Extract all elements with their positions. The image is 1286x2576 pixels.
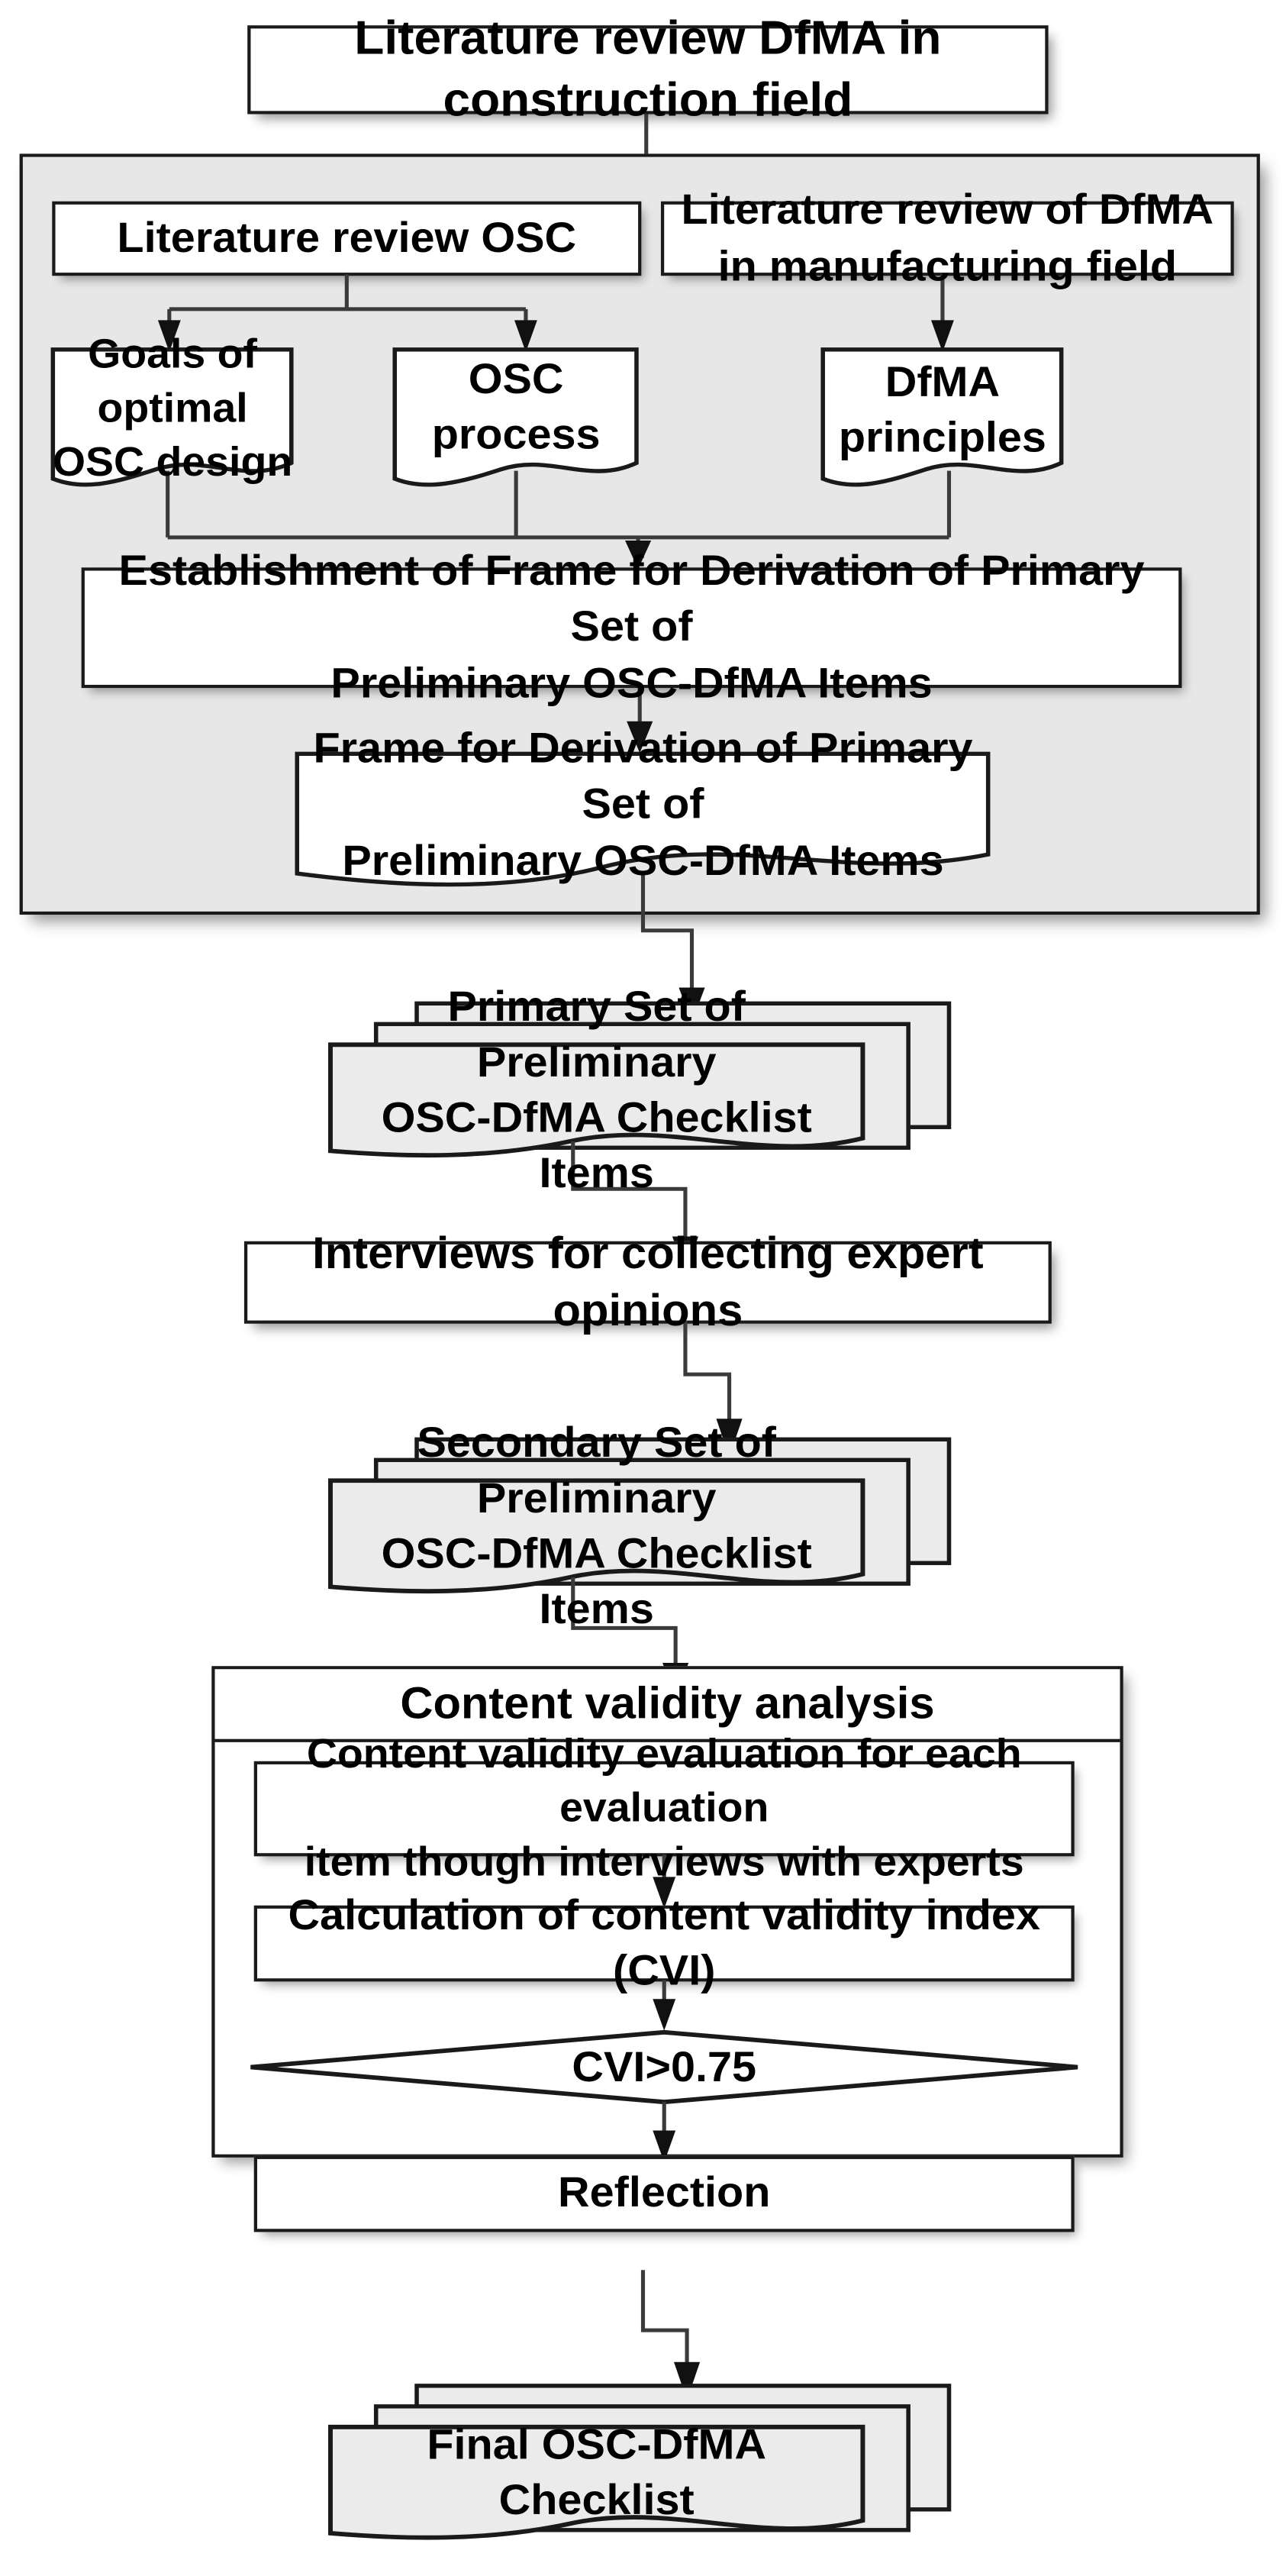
node-label: Secondary Set of Preliminary OSC-DfMA Ch… <box>381 1419 812 1633</box>
node-label: Establishment of Frame for Derivation of… <box>118 547 1145 707</box>
node-lit-review-dfma-construction[interactable]: Literature review DfMA in construction f… <box>247 13 1049 127</box>
node-label: Content validity evaluation for each eva… <box>304 1729 1024 1885</box>
node-label: Interviews for collecting expert opinion… <box>312 1228 984 1335</box>
node-cvi-calculation[interactable]: Calculation of content validity index (C… <box>253 1891 1075 1994</box>
node-label: Primary Set of Preliminary OSC-DfMA Chec… <box>381 983 812 1197</box>
node-lit-review-dfma-manufacturing[interactable]: Literature review of DfMA in manufacturi… <box>660 186 1234 289</box>
node-label: CVI>0.75 <box>572 2042 757 2090</box>
node-label: DfMA principles <box>838 358 1046 462</box>
node-primary-set[interactable]: Primary Set of Preliminary OSC-DfMA Chec… <box>326 983 952 1197</box>
node-osc-process[interactable]: OSC process <box>391 346 641 487</box>
multi-document-shape <box>327 1437 952 1594</box>
node-label: Literature review OSC <box>117 214 577 262</box>
node-goals-optimal-osc-design[interactable]: Goals of optimal OSC design <box>49 330 296 487</box>
node-lit-review-osc[interactable]: Literature review OSC <box>52 201 642 276</box>
node-content-validity-analysis-header: Content validity analysis <box>214 1669 1120 1742</box>
document-shape <box>820 347 1064 487</box>
document-shape <box>50 347 294 487</box>
document-shape <box>392 347 639 487</box>
node-secondary-set[interactable]: Secondary Set of Preliminary OSC-DfMA Ch… <box>326 1419 952 1633</box>
node-label: Final OSC-DfMA Checklist <box>427 2420 767 2524</box>
document-shape <box>295 751 991 887</box>
node-frame-for-derivation[interactable]: Frame for Derivation of Primary Set of P… <box>293 725 993 887</box>
node-dfma-principles[interactable]: DfMA principles <box>819 346 1066 487</box>
node-label: Literature review DfMA in construction f… <box>354 12 942 128</box>
node-label: Literature review of DfMA in manufacturi… <box>681 186 1214 289</box>
node-cvi-decision[interactable]: CVI>0.75 <box>247 2029 1081 2106</box>
multi-document-shape <box>327 2384 952 2540</box>
node-label: Content validity analysis <box>400 1678 935 1728</box>
diamond-shape <box>250 2029 1078 2105</box>
node-label: OSC process <box>431 354 601 459</box>
node-label: Calculation of content validity index (C… <box>288 1890 1040 1994</box>
node-final-checklist[interactable]: Final OSC-DfMA Checklist <box>326 2381 952 2540</box>
multi-document-shape <box>327 1001 952 1158</box>
node-reflection[interactable]: Reflection <box>253 2155 1075 2232</box>
node-interviews[interactable]: Interviews for collecting expert opinion… <box>243 1228 1052 1335</box>
node-label: Goals of optimal OSC design <box>52 330 293 486</box>
node-label: Reflection <box>558 2169 771 2217</box>
node-label: Frame for Derivation of Primary Set of P… <box>313 725 972 884</box>
node-establishment-of-frame[interactable]: Establishment of Frame for Derivation of… <box>81 547 1182 706</box>
node-content-validity-evaluation[interactable]: Content validity evaluation for each eva… <box>253 1730 1075 1885</box>
